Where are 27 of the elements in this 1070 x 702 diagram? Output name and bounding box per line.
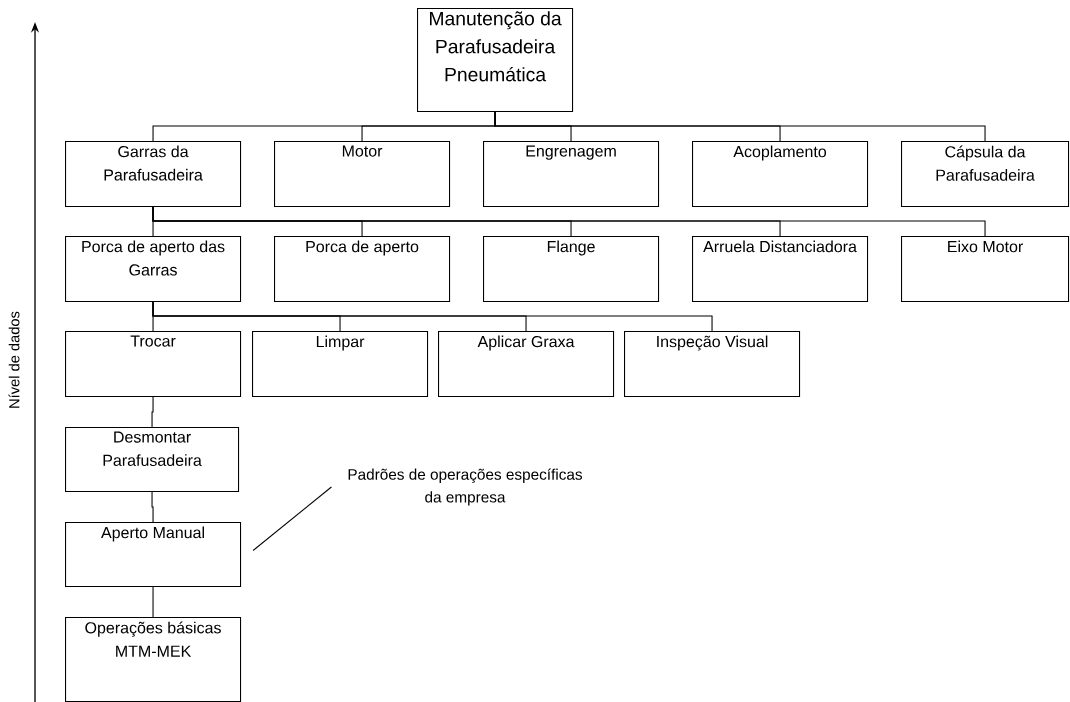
box: Porca de aperto das Garras: [65, 236, 242, 303]
box: Manutenção da Parafusadeira Pneumática: [417, 8, 574, 113]
connector-line: [152, 206, 986, 237]
note-text: Padrões de operações específicas da empresa: [348, 468, 583, 506]
leader-line: [252, 486, 332, 552]
box: Inspeção Visual: [624, 331, 801, 398]
box: Motor: [274, 141, 451, 208]
connector-line: [152, 301, 713, 332]
connector-line: [151, 396, 154, 428]
box: Porca de aperto: [274, 236, 451, 303]
box: Acoplamento: [692, 141, 869, 208]
box: Aplicar Graxa: [438, 331, 615, 398]
box: Desmontar Parafusadeira: [65, 427, 240, 493]
connector-line: [152, 586, 154, 618]
box: Trocar: [65, 331, 242, 398]
box: Engrenagem: [483, 141, 660, 208]
connector-line: [494, 111, 986, 142]
box: Aperto Manual: [65, 522, 242, 588]
box: Operações básicas MTM-MEK: [65, 617, 242, 702]
box: Flange: [483, 236, 660, 303]
box: Garras da Parafusadeira: [65, 141, 242, 208]
axis-label: Nível de dados: [8, 311, 20, 408]
box: Eixo Motor: [901, 236, 1070, 303]
connector-line: [151, 491, 154, 523]
box: Cápsula da Parafusadeira: [901, 141, 1070, 208]
box: Arruela Distanciadora: [692, 236, 869, 303]
box: Limpar: [252, 331, 429, 398]
